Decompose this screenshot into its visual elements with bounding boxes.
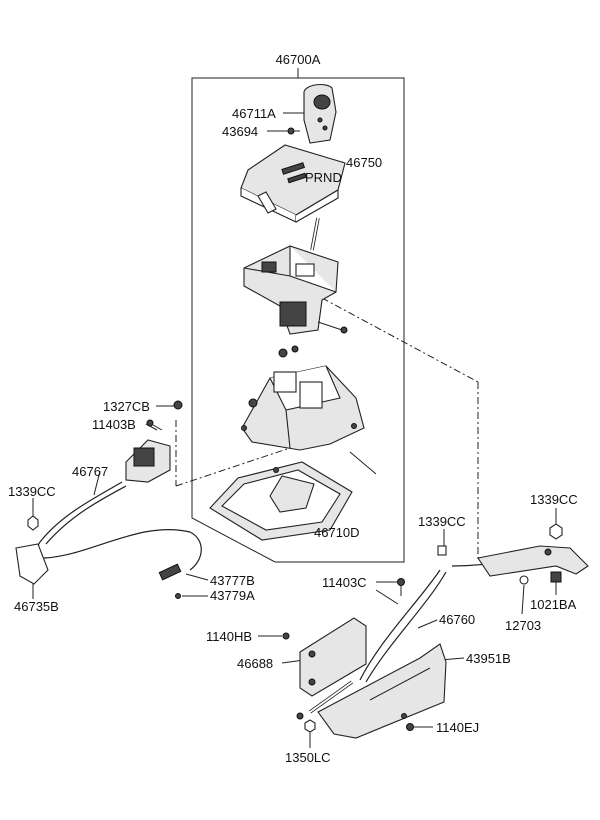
svg-text:PRND: PRND [305, 170, 342, 185]
label-1021BA: 1021BA [530, 597, 577, 612]
label-46710D: 46710D [314, 525, 360, 540]
label-1339CC-mid: 1339CC [418, 514, 466, 529]
label-43777B: 43777B [210, 573, 255, 588]
bolt-icon [397, 578, 405, 596]
label-43694: 43694 [222, 124, 258, 139]
label-1339CC-right: 1339CC [530, 492, 578, 507]
label-46711A: 46711A [232, 106, 276, 121]
label-46735B: 46735B [14, 599, 59, 614]
label-1140HB: 1140HB [206, 629, 252, 644]
bolt-icon [146, 419, 163, 431]
label-46767: 46767 [72, 464, 108, 479]
assembly-bracket-46700A [191, 68, 405, 563]
shifter-base-icon [241, 345, 377, 475]
label-43951B: 43951B [466, 651, 511, 666]
label-12703: 12703 [505, 618, 541, 633]
gasket-plate-icon [209, 461, 353, 541]
indicator-cover-icon: PRND [240, 144, 346, 223]
bracket-icon [304, 643, 447, 739]
label-46700A: 46700A [276, 52, 321, 67]
nut-icon [519, 523, 563, 585]
bracket-icon [437, 545, 589, 577]
label-46750: 46750 [346, 155, 382, 170]
label-1350LC: 1350LC [285, 750, 331, 765]
cable-icon [15, 439, 202, 585]
bracket-icon [282, 617, 367, 697]
nut-icon [27, 400, 183, 599]
label-11403C: 11403C [322, 575, 367, 590]
label-43779A: 43779A [210, 588, 255, 603]
bolt-icon [287, 127, 300, 135]
label-46688: 46688 [237, 656, 273, 671]
shifter-mechanism-icon [243, 217, 348, 335]
shift-knob-icon [303, 83, 337, 144]
label-46760: 46760 [439, 612, 475, 627]
label-11403B: 11403B [92, 417, 136, 432]
label-1339CC-left: 1339CC [8, 484, 56, 499]
label-1140EJ: 1140EJ [436, 720, 479, 735]
label-1327CB: 1327CB [103, 399, 150, 414]
